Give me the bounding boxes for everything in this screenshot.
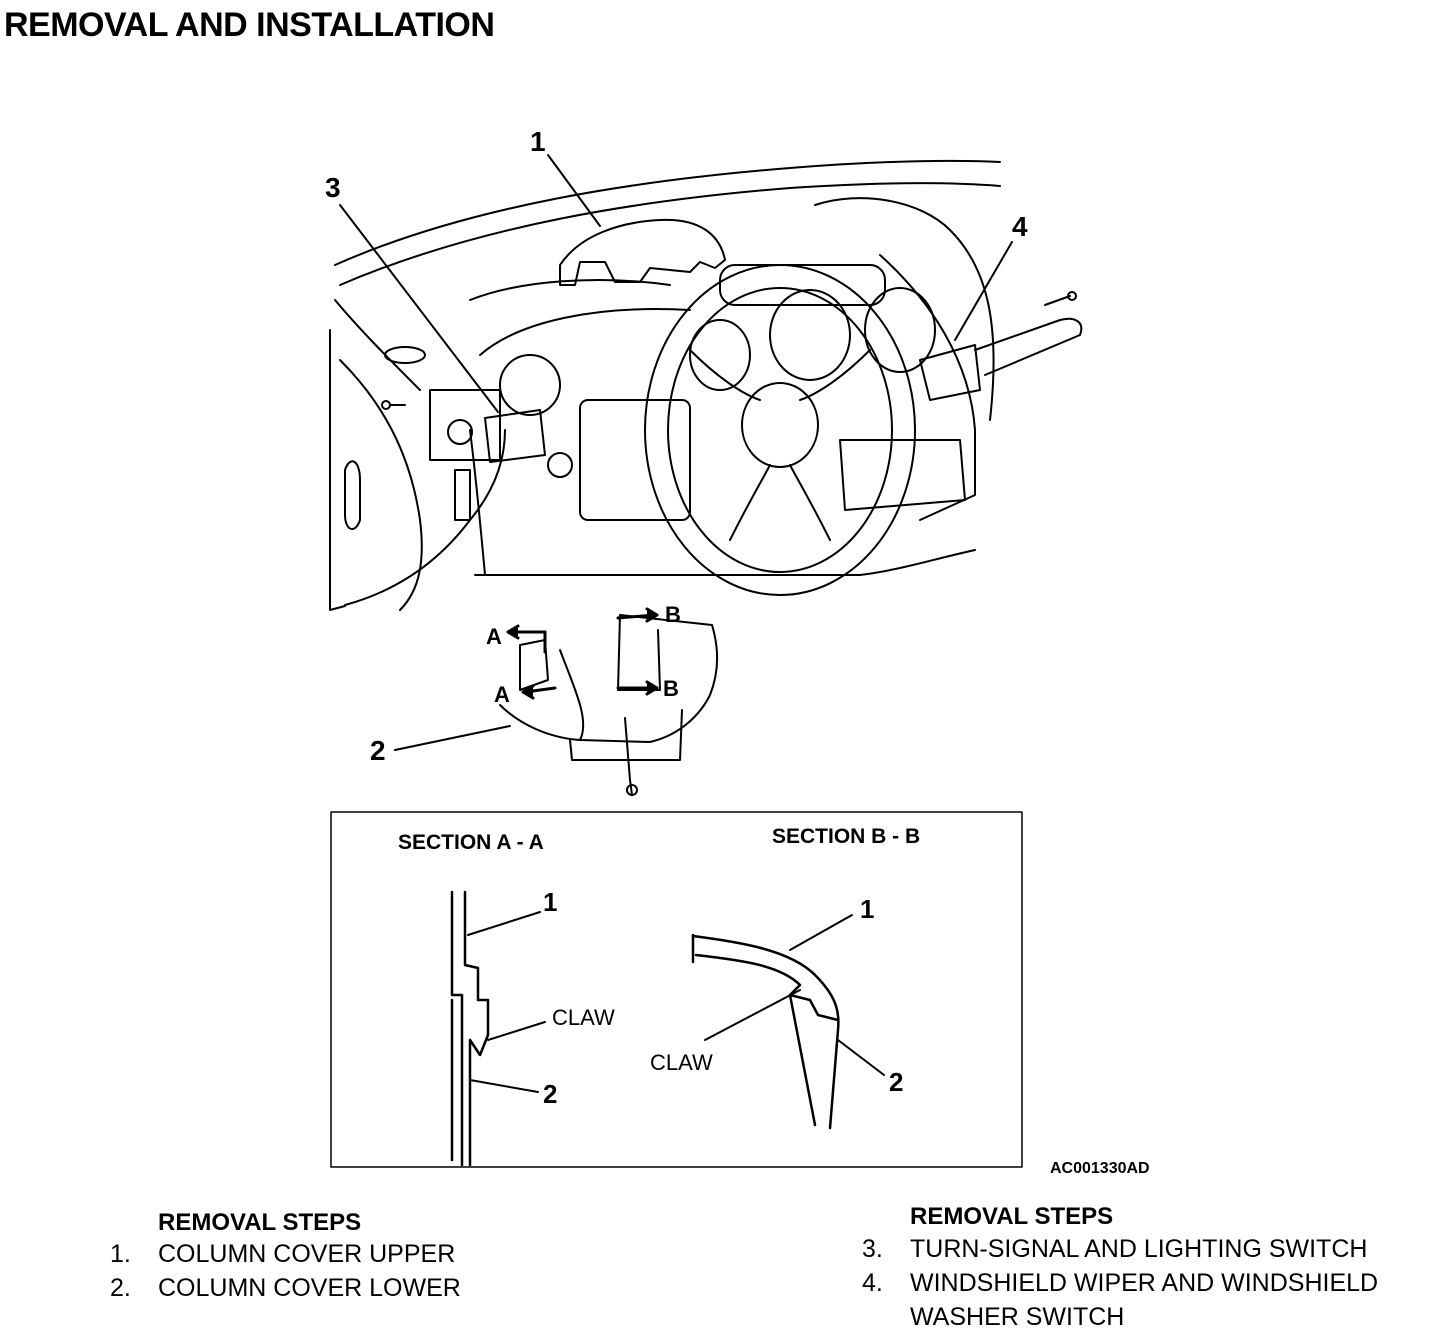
step-text: WINDSHIELD WIPER AND WINDSHIELD: [910, 1269, 1379, 1297]
switch-4-illustration: [919, 291, 1083, 401]
section-aa-heading: SECTION A - A: [398, 831, 544, 854]
switch-3-illustration: [381, 389, 546, 463]
step-text: TURN-SIGNAL AND LIGHTING SWITCH: [910, 1235, 1368, 1263]
section-arrows: [506, 607, 659, 700]
dashboard-outline: [329, 159, 1001, 611]
callout-4: 4: [1012, 211, 1028, 242]
section-detail-box: [330, 811, 1023, 1168]
step-number: 3.: [862, 1235, 883, 1263]
step-text-continued: WASHER SWITCH: [910, 1303, 1125, 1331]
callout-2: 2: [370, 735, 386, 766]
step-number: 2.: [110, 1274, 131, 1302]
step-item: 2. COLUMN COVER LOWER: [110, 1274, 461, 1303]
section-aa-label-2: 2: [543, 1079, 557, 1109]
section-aa-drawing: [450, 890, 546, 1167]
arrow-label-a-bottom: A: [494, 682, 510, 707]
column-cover-lower: [499, 614, 718, 796]
steering-wheel: [644, 264, 916, 596]
section-aa-claw-label: CLAW: [552, 1005, 615, 1030]
section-bb-label-1: 1: [860, 894, 874, 924]
step-text: COLUMN COVER UPPER: [158, 1240, 456, 1268]
step-text: COLUMN COVER LOWER: [158, 1274, 461, 1302]
column-cover-upper: [559, 218, 726, 286]
step-item: 3. TURN-SIGNAL AND LIGHTING SWITCH: [862, 1235, 1367, 1264]
section-bb-drawing: [691, 914, 885, 1130]
leader-lines: [339, 154, 1013, 751]
page-title: REMOVAL AND INSTALLATION: [4, 6, 495, 44]
step-item: 1. COLUMN COVER UPPER: [110, 1240, 455, 1269]
section-aa-label-1: 1: [543, 887, 557, 917]
arrow-label-b-top: B: [665, 602, 681, 627]
callout-1: 1: [530, 126, 546, 157]
step-item: 4. WINDSHIELD WIPER AND WINDSHIELD: [862, 1269, 1378, 1298]
callout-3: 3: [325, 172, 341, 203]
arrow-label-a-top: A: [486, 624, 502, 649]
step-number: 4.: [862, 1269, 883, 1297]
figure-id: AC001330AD: [1050, 1160, 1150, 1177]
removal-steps-heading-right: REMOVAL STEPS: [910, 1203, 1114, 1230]
section-bb-claw-label: CLAW: [650, 1050, 713, 1075]
arrow-label-b-bottom: B: [663, 676, 679, 701]
removal-steps-heading-left: REMOVAL STEPS: [158, 1209, 362, 1236]
section-bb-heading: SECTION B - B: [772, 825, 920, 848]
step-number: 1.: [110, 1240, 131, 1268]
section-bb-label-2: 2: [889, 1067, 903, 1097]
